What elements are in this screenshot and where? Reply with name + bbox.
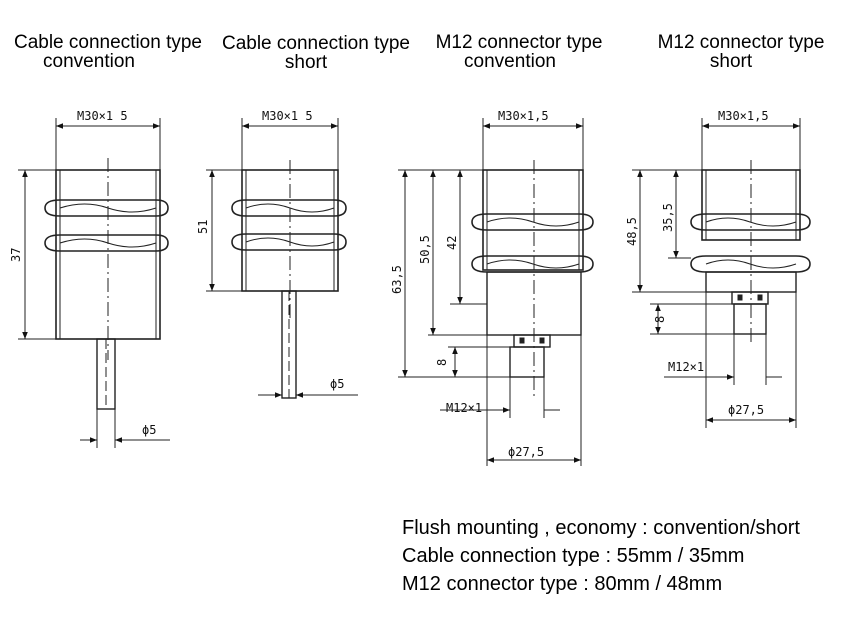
dim-connector-length-3: 8 (435, 359, 449, 366)
sensor-m12-convention (398, 118, 594, 466)
title-line-1: Cable connection type (13, 32, 202, 53)
dim-body-length-3: 50,5 (418, 235, 432, 264)
title-m12-short: M12 connector type short (648, 33, 834, 71)
note-m12-length: M12 connector type : 80mm / 48mm (402, 573, 723, 595)
sensor-cable-convention (18, 118, 170, 448)
title-line-2: convention (43, 51, 135, 72)
note-flush-mounting: Flush mounting , economy : convention/sh… (402, 517, 800, 539)
title-line-1: M12 connector type (435, 32, 603, 53)
dim-length-2: 51 (196, 220, 210, 234)
dim-body-length-4: 48,5 (625, 217, 639, 246)
note-cable-length: Cable connection type : 55mm / 35mm (402, 545, 745, 567)
sensor-m12-short (632, 118, 811, 428)
dim-connector-length-4: 8 (653, 316, 667, 323)
dim-overall-length-3: 63,5 (390, 265, 404, 294)
dim-thread-length-3: 42 (445, 236, 459, 250)
title-line-1: M12 connector type (657, 32, 825, 53)
dim-thread-3: M30×1,5 (498, 109, 549, 123)
title-line-2: convention (464, 51, 556, 72)
title-cable-short: Cable connection type short (218, 34, 414, 72)
dim-cable-dia-1: ϕ5 (142, 423, 156, 437)
dim-thread-length-4: 35,5 (661, 203, 675, 232)
title-cable-convention: Cable connection type convention (8, 33, 208, 71)
dim-cable-dia-2: ϕ5 (330, 377, 344, 391)
dim-thread-1: M30×1 5 (77, 109, 128, 123)
dim-thread-4: M30×1,5 (718, 109, 769, 123)
title-line-2: short (709, 51, 753, 72)
dim-body-dia-4: ϕ27,5 (728, 403, 764, 417)
dim-thread-2: M30×1 5 (262, 109, 313, 123)
title-line-1: Cable connection type (221, 33, 410, 54)
dim-connector-4: M12×1 (668, 360, 704, 374)
dim-connector-3: M12×1 (446, 401, 482, 415)
spec-notes: Flush mounting , economy : convention/sh… (402, 514, 800, 598)
sensor-cable-short (206, 118, 358, 399)
title-line-2: short (284, 52, 328, 73)
dim-body-dia-3: ϕ27,5 (508, 445, 544, 459)
title-m12-convention: M12 connector type convention (426, 33, 612, 71)
dim-length-1: 37 (9, 248, 23, 262)
